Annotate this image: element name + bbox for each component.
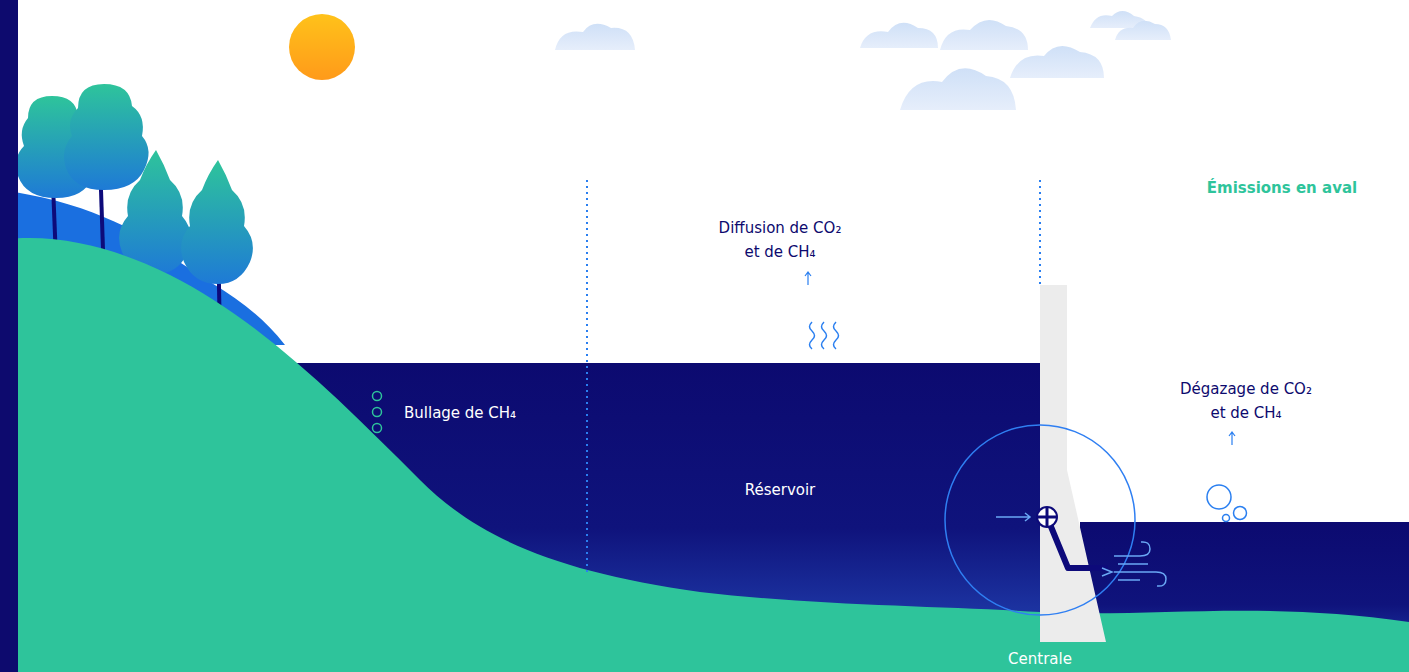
plant-circle: [945, 425, 1135, 615]
penstock: [1047, 517, 1108, 568]
process-label: Bullage de CH₄: [404, 401, 564, 425]
turbine-symbol: [1037, 507, 1057, 527]
process-label: Diffusion de CO₂ et de CH₄: [710, 216, 850, 264]
outflow-symbol: [1102, 542, 1166, 586]
section-heading: Émissions en aval: [1182, 176, 1382, 200]
up-arrow: [805, 272, 811, 285]
process-label: Dégazage de CO₂ et de CH₄: [1174, 377, 1319, 425]
sun: [289, 14, 355, 80]
zone-label: Réservoir: [700, 478, 860, 502]
degassing-bubbles: [1207, 485, 1247, 522]
frame-edge: [0, 0, 18, 672]
dam: [1040, 285, 1106, 642]
plant-label: Centrale: [980, 647, 1100, 671]
diffusion-waves: [810, 322, 839, 349]
zone-separator: [1039, 180, 1041, 285]
ground: [0, 238, 1409, 672]
zone-separator: [586, 180, 588, 575]
turbine-symbol: [1046, 507, 1049, 527]
inflow-arrow: [996, 513, 1030, 521]
up-arrow: [1229, 432, 1235, 445]
bubbles: [373, 392, 382, 433]
clouds: [555, 11, 1171, 110]
